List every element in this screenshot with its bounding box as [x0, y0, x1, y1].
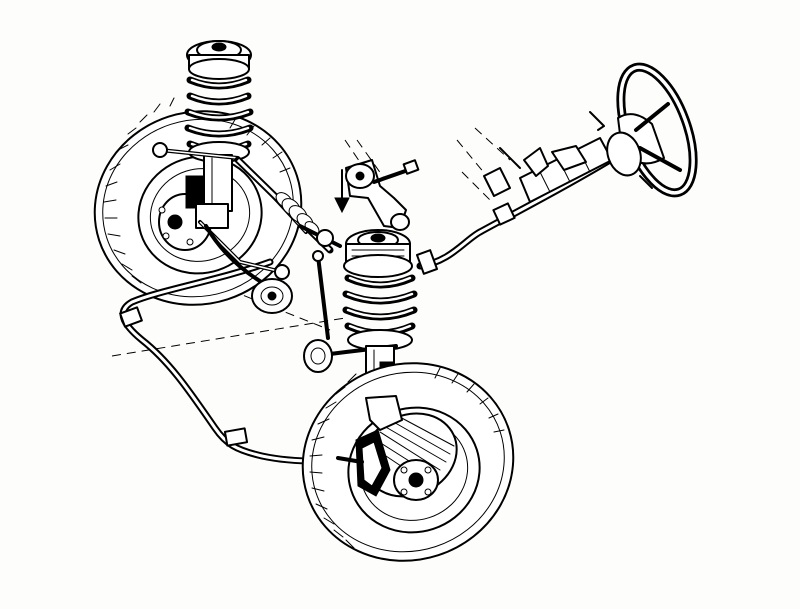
lower-coil-spring — [303, 229, 418, 401]
disc-brake — [355, 412, 458, 501]
steering-column — [416, 111, 653, 275]
steering-wheel — [606, 62, 698, 198]
front-wheel — [301, 362, 515, 562]
direction-arrow — [334, 169, 350, 214]
anti-roll-bar — [119, 258, 352, 465]
upper-coil-spring — [184, 40, 254, 229]
steering-rack — [234, 156, 342, 340]
center-bracket — [345, 159, 420, 231]
